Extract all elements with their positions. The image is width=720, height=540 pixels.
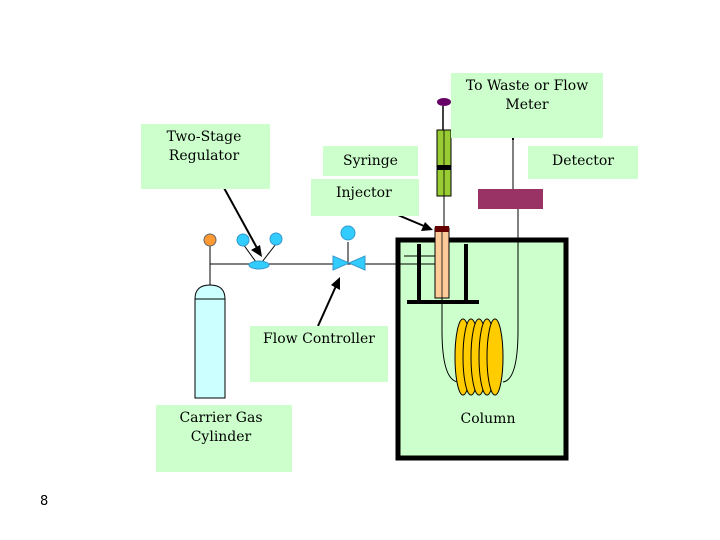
regulator-stem-left — [242, 243, 257, 263]
column-tube-outlet — [502, 209, 519, 383]
label-column-text: Column — [460, 411, 516, 427]
label-detector-text: Detector — [551, 153, 614, 169]
regulator-stem-right — [261, 243, 277, 263]
label-syringe-text: Syringe — [343, 153, 398, 169]
slide-number: 8 — [40, 494, 49, 509]
label-flow-controller-text: Flow Controller — [263, 331, 375, 347]
flow-controller-gauge-icon — [340, 225, 356, 241]
label-carrier-gas-cylinder: Carrier Gas Cylinder — [156, 405, 292, 472]
arrow-flow-controller — [317, 285, 337, 327]
label-to-waste-text: To Waste or Flow Meter — [465, 78, 589, 113]
label-flow-controller: Flow Controller — [250, 326, 388, 382]
regulator-gauge-left-icon — [236, 233, 250, 247]
injector-cap — [435, 226, 449, 232]
column-tube-inlet — [441, 298, 459, 383]
label-detector: Detector — [528, 146, 638, 179]
label-regulator-text: Two-Stage Regulator — [166, 129, 242, 164]
syringe-band — [437, 165, 451, 170]
arrow-regulator-head — [251, 245, 262, 257]
regulator-gauge-right-icon — [269, 232, 283, 246]
label-to-waste: To Waste or Flow Meter — [451, 73, 603, 138]
arrow-injector-head — [421, 222, 433, 231]
label-two-stage-regulator: Two-Stage Regulator — [141, 124, 270, 189]
label-column: Column — [452, 410, 524, 429]
arrow-flow-controller-head — [331, 277, 340, 290]
label-syringe: Syringe — [323, 146, 418, 176]
detector-block — [478, 189, 543, 209]
syringe-cap-icon — [437, 98, 451, 106]
regulator-body-icon — [248, 260, 270, 270]
flow-valve-icon — [332, 255, 351, 271]
gas-cylinder — [194, 284, 226, 399]
label-injector-text: Injector — [336, 185, 392, 201]
label-injector: Injector — [311, 179, 419, 216]
flow-valve-icon-right — [347, 255, 366, 271]
column-coil-5 — [486, 318, 504, 396]
cylinder-valve-knob-icon — [203, 233, 217, 247]
label-carrier-text: Carrier Gas Cylinder — [179, 410, 263, 445]
